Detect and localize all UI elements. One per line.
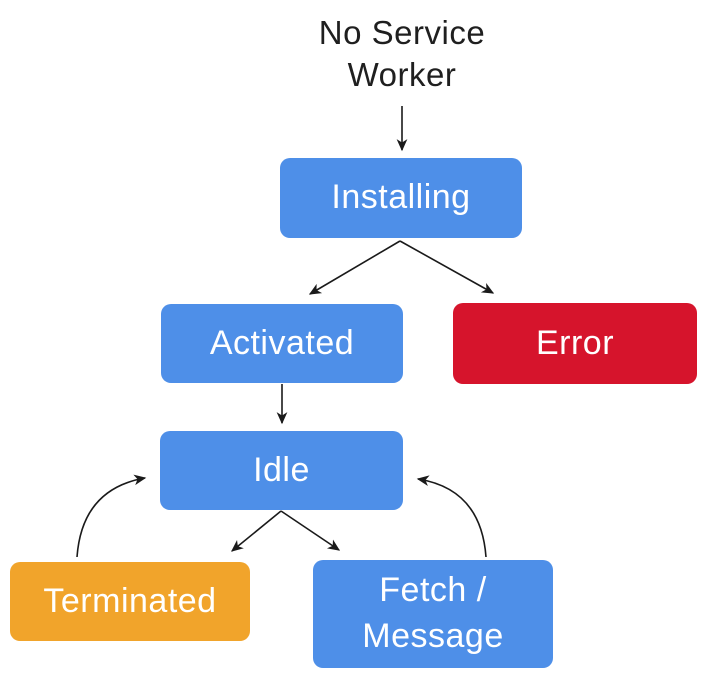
edge-installing-to-activated <box>308 240 401 295</box>
edge-idle-to-fetch-message <box>280 510 341 551</box>
node-terminated: Terminated <box>10 562 250 641</box>
label-no-service-worker: No Service Worker <box>318 14 486 93</box>
node-fetch-message: Fetch / Message <box>313 560 553 668</box>
edge-idle-to-terminated <box>231 510 282 552</box>
node-idle: Idle <box>160 431 403 510</box>
edge-terminated-to-idle <box>76 474 147 558</box>
edge-fetch-message-to-idle <box>416 475 487 558</box>
node-installing: Installing <box>280 158 522 238</box>
edge-installing-to-error <box>399 240 495 294</box>
node-error: Error <box>453 303 697 384</box>
node-activated: Activated <box>161 304 403 383</box>
